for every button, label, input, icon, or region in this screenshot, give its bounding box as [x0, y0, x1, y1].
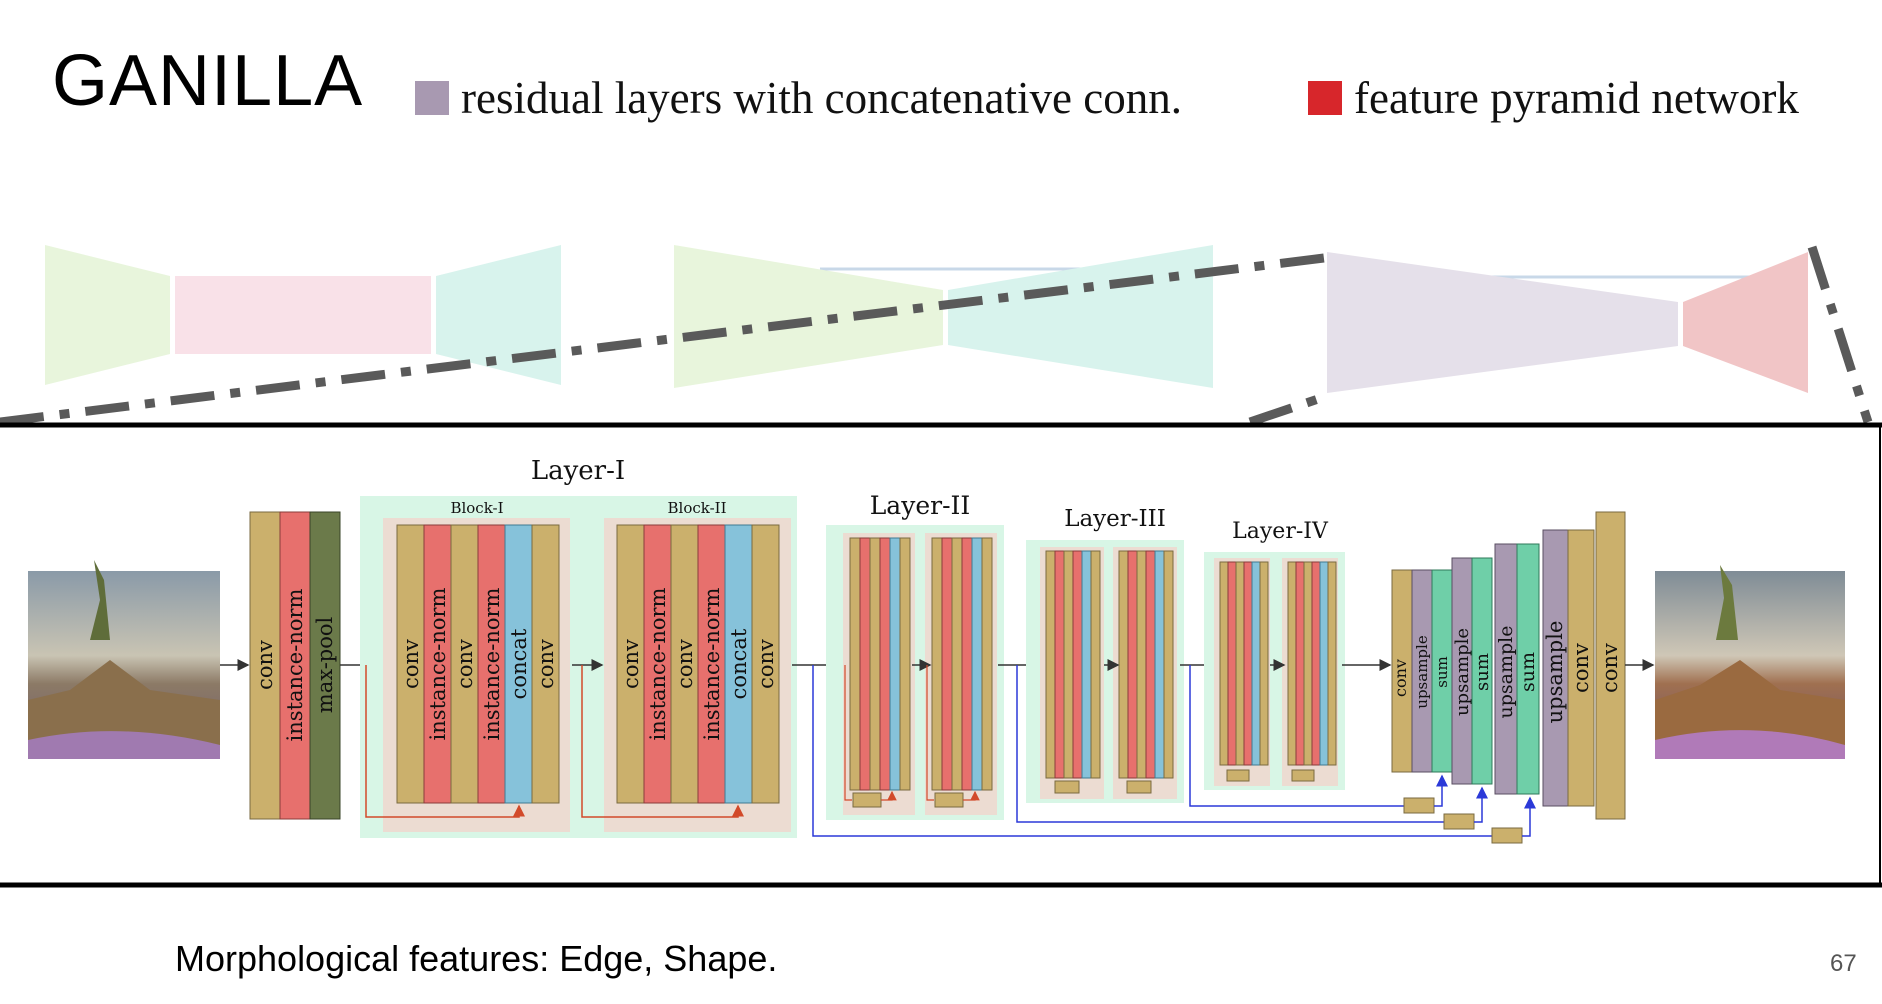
slide-caption: Morphological features: Edge, Shape. [175, 938, 778, 979]
decoder-label-sum-3: sum [1517, 652, 1539, 692]
zoom-line-right [1807, 245, 1873, 424]
thumb-encoder-c [1327, 252, 1678, 393]
layer-3-label: Layer-III [1064, 506, 1166, 532]
output-image [1655, 565, 1845, 759]
thumb-decoder-c [1683, 252, 1808, 393]
legend-label-residual: residual layers with concatenative conn. [461, 73, 1182, 123]
slide-title: GANILLA [52, 41, 364, 121]
layer-3-columns [1045, 550, 1174, 794]
block-2-layer-norm-a: instance-norm [646, 587, 670, 740]
thumbnail-architecture [45, 245, 1808, 393]
layer-2-columns [844, 537, 993, 808]
block-1-layer-conv-b: conv [453, 639, 477, 689]
block-1-label: Block-I [450, 499, 503, 517]
block-2-layer-conv-b: conv [673, 639, 697, 689]
decoder-label-upsample-2: upsample [1452, 628, 1473, 716]
block-2-layer-norm-b: instance-norm [700, 587, 724, 740]
block-2-layers: conv instance-norm conv instance-norm co… [616, 524, 780, 804]
skip-block-1 [365, 665, 525, 818]
block-1-layer-norm-b: instance-norm [480, 587, 504, 740]
stem-conv [249, 511, 281, 820]
zoom-line-center [1248, 390, 1332, 427]
thumb-decoder-b [948, 245, 1213, 388]
block-1-layer-concat: concat [507, 628, 531, 699]
zoom-line-left [0, 252, 1333, 427]
thumb-encoder-b [674, 245, 943, 388]
block-1-layer-conv-c: conv [534, 639, 558, 689]
decoder-label-conv-in: conv [1391, 659, 1410, 697]
block-2-layer-conv-c: conv [754, 639, 778, 689]
stem-label-conv: conv [253, 640, 277, 690]
block-1-layers: conv instance-norm conv instance-norm co… [396, 524, 560, 804]
decoder-label-sum-2: sum [1472, 653, 1493, 691]
fpn-lateral-connections [812, 665, 1536, 844]
legend-swatch-residual [415, 81, 449, 115]
layer-4-label: Layer-IV [1232, 519, 1329, 544]
stem-label-instance-norm: instance-norm [283, 588, 307, 741]
decoder-label-upsample-3: upsample [1495, 626, 1517, 719]
layer-1-label: Layer-I [531, 456, 625, 486]
stem-instance-norm [279, 511, 311, 820]
thumb-decoder-a [436, 245, 561, 385]
block-2-label: Block-II [668, 499, 727, 517]
block-2-layer-conv-a: conv [619, 639, 643, 689]
input-image [28, 560, 220, 759]
block-2-layer-concat: concat [727, 628, 751, 699]
decoder-label-upsample-1: upsample [1413, 635, 1431, 709]
decoder-label-upsample-4: upsample [1543, 621, 1567, 724]
layer-2-label: Layer-II [870, 491, 971, 520]
skip-block-2 [581, 665, 744, 818]
layer-4-columns [1219, 561, 1337, 782]
legend-swatch-fpn [1308, 81, 1342, 115]
decoder-label-conv-b: conv [1598, 643, 1622, 693]
legend-item-fpn: feature pyramid network [1308, 72, 1799, 124]
decoder-label-conv-a: conv [1569, 643, 1593, 693]
legend-label-fpn: feature pyramid network [1354, 73, 1799, 123]
thumb-encoder-a [45, 245, 170, 385]
legend-item-residual: residual layers with concatenative conn. [415, 72, 1182, 124]
stem-max-pool [309, 511, 341, 820]
decoder-label-sum-1: sum [1433, 656, 1451, 688]
block-1-layer-conv-a: conv [399, 639, 423, 689]
decoder-fpn: conv upsample sum upsample sum upsample … [1391, 511, 1626, 820]
thumb-bottleneck-a [175, 276, 431, 354]
stem-block: conv instance-norm max-pool [249, 511, 341, 820]
block-1-layer-norm-a: instance-norm [426, 587, 450, 740]
page-number: 67 [1830, 950, 1857, 977]
stem-label-max-pool: max-pool [313, 616, 337, 713]
